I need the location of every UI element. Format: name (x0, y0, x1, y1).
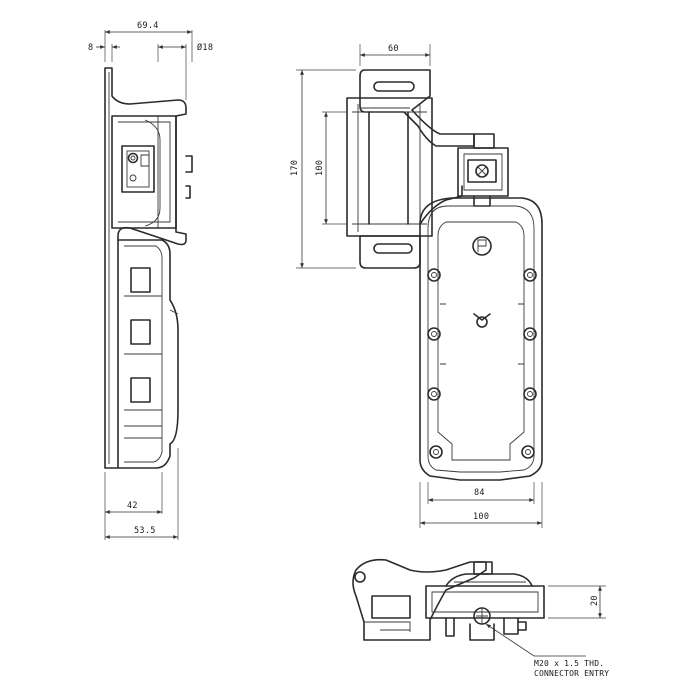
dim-bottom-overall: 53.5 (134, 526, 156, 536)
bottom-view: 20 M20 x 1.5 THD. CONNECTOR ENTRY (352, 558, 609, 678)
dim-overall-width: 100 (473, 512, 489, 522)
front-view: 60 170 100 84 100 (290, 44, 543, 528)
dim-mid-height: 100 (315, 160, 325, 176)
connector-note-line2: CONNECTOR ENTRY (534, 669, 609, 678)
connector-note-line1: M20 x 1.5 THD. (534, 659, 604, 668)
dim-top-width: 60 (388, 44, 399, 54)
side-view: 69.4 8 Ø18 42 53.5 (88, 21, 213, 540)
dim-right-height: 20 (590, 595, 600, 606)
dim-bottom-inner: 42 (127, 501, 138, 511)
dim-flange-thickness: 8 (88, 43, 93, 53)
dim-diameter: Ø18 (197, 42, 213, 53)
screw-heads (427, 268, 537, 459)
dim-overall-height: 170 (290, 160, 300, 176)
dim-inner-width: 84 (474, 488, 485, 498)
dim-top-overall: 69.4 (137, 21, 159, 31)
